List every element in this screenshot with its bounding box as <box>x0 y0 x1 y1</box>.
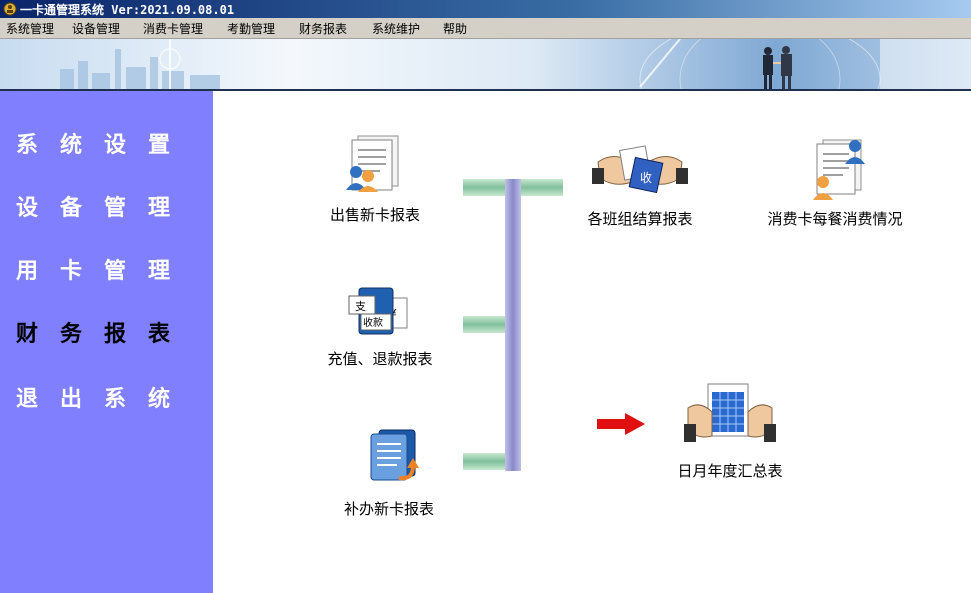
menu-system-management[interactable]: 系统管理 <box>6 22 55 36</box>
sidebar-item-system-settings[interactable]: 系统设置 <box>16 132 193 158</box>
menu-card-management[interactable]: 消费卡管理 <box>143 22 204 36</box>
report-label: 出售新卡报表 <box>329 206 420 224</box>
menu-help[interactable]: 帮助 <box>443 22 468 36</box>
report-recharge-refund[interactable]: ¥ 支 收款 充值、退款报表 <box>320 280 440 369</box>
app-icon <box>3 2 17 16</box>
sidebar-item-device-management[interactable]: 设备管理 <box>16 195 193 221</box>
report-new-card-sales[interactable]: 出售新卡报表 <box>320 130 430 225</box>
menu-bar: 系统管理 设备管理 消费卡管理 考勤管理 财务报表 系统维护 帮助 <box>0 18 971 39</box>
report-label: 补办新卡报表 <box>343 500 434 518</box>
sidebar-item-financial-reports[interactable]: 财务报表 <box>16 321 193 347</box>
title-bar: 一卡通管理系统 Ver:2021.09.08.01 <box>0 0 971 18</box>
handshake-receipt-icon: 收 <box>592 145 688 194</box>
document-user-icon <box>813 139 865 200</box>
window-title: 一卡通管理系统 Ver:2021.09.08.01 <box>20 3 235 17</box>
menu-attendance-management[interactable]: 考勤管理 <box>227 22 276 36</box>
header-banner <box>0 39 971 90</box>
report-label: 消费卡每餐消费情况 <box>767 210 903 228</box>
sidebar: 系统设置 设备管理 用卡管理 财务报表 退出系统 <box>0 91 213 593</box>
card-reissue-icon <box>370 429 419 481</box>
report-meal-consumption[interactable]: 消费卡每餐消费情况 <box>760 132 910 229</box>
svg-text:支: 支 <box>355 300 366 313</box>
spreadsheet-hands-icon <box>684 383 776 442</box>
menu-device-management[interactable]: 设备管理 <box>72 22 121 36</box>
sidebar-item-exit-system[interactable]: 退出系统 <box>16 386 193 412</box>
report-label: 各班组结算报表 <box>587 210 693 228</box>
report-reissue-card[interactable]: 补办新卡报表 <box>333 422 445 519</box>
document-users-icon <box>346 135 399 192</box>
sidebar-item-card-management[interactable]: 用卡管理 <box>16 258 193 284</box>
report-label: 日月年度汇总表 <box>677 462 783 480</box>
report-label: 充值、退款报表 <box>327 350 433 368</box>
menu-system-maintenance[interactable]: 系统维护 <box>372 22 421 36</box>
red-arrow-icon <box>597 413 645 435</box>
report-shift-settlement[interactable]: 收 各班组结算报表 <box>580 138 700 229</box>
report-connector-lines <box>463 179 645 471</box>
banner-divider <box>0 89 971 91</box>
payment-receipt-icon: ¥ 支 收款 <box>348 287 408 335</box>
business-people-icon <box>763 46 792 90</box>
banner-artwork <box>60 39 971 90</box>
svg-text:收: 收 <box>640 171 652 185</box>
menu-financial-reports[interactable]: 财务报表 <box>299 22 348 36</box>
report-period-summary[interactable]: 日月年度汇总表 <box>668 378 792 481</box>
svg-text:收款: 收款 <box>363 316 383 329</box>
